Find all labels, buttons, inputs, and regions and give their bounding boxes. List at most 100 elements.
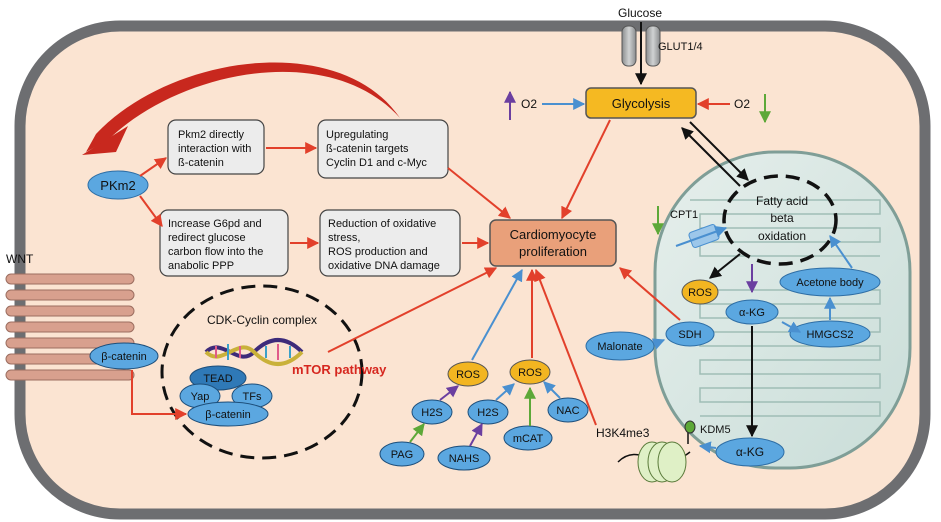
hmgcs2-label: HMGCS2 [806, 329, 853, 341]
nac-to-ros2-arrow [543, 381, 561, 399]
cpt1-to-fao-arrow [675, 226, 728, 247]
svg-text:Pkm2 directly: Pkm2 directly [178, 129, 245, 141]
svg-text:stress,: stress, [328, 232, 360, 244]
dna-helix-icon [204, 338, 304, 366]
mcat-node [503, 425, 553, 451]
nahs-label: NAHS [449, 453, 480, 465]
box-upregulating: Upregulating ß-catenin targets Cyclin D1… [317, 119, 449, 179]
svg-text:oxidative DNA damage: oxidative DNA damage [328, 260, 440, 272]
h2s2-to-ros2-arrow [495, 383, 515, 401]
akg-mito-node [725, 299, 779, 325]
curved-feedback-arrow [86, 62, 400, 152]
nac-node [547, 397, 589, 423]
svg-text:anabolic PPP: anabolic PPP [168, 260, 234, 272]
svg-text:proliferation: proliferation [519, 244, 587, 259]
akg-to-kdm5-arrow [698, 441, 717, 454]
box-reduction-oxidative-stress: Reduction of oxidative stress, ROS produ… [319, 209, 461, 277]
yap-label: Yap [191, 391, 210, 403]
svg-text:Cardiomyocyte: Cardiomyocyte [510, 227, 597, 242]
tfs-label: TFs [243, 391, 262, 403]
h2s1-to-ros1-arrow [439, 385, 459, 401]
pkm2-to-box1-arrow [139, 157, 167, 177]
o2-right-label: O2 [734, 97, 750, 111]
hmgcs2-decrease-arrow [781, 321, 802, 333]
akg-bottom-node [715, 437, 785, 467]
svg-text:Upregulating: Upregulating [326, 129, 388, 141]
nahs-to-h2s2-arrow [469, 422, 483, 447]
h2s1-label: H2S [421, 407, 442, 419]
svg-text:Glycolysis: Glycolysis [612, 96, 671, 111]
glut-channel [621, 25, 661, 67]
pkm2-node [87, 170, 149, 200]
mtor-to-cp-arrow [327, 267, 498, 353]
beta-catenin-to-cluster-arrow [131, 370, 188, 420]
o2-left-label: O2 [521, 97, 537, 111]
svg-text:ß-catenin targets: ß-catenin targets [326, 143, 409, 155]
mtor-pathway-label: mTOR pathway [292, 362, 387, 377]
acetone-body-node [779, 267, 881, 297]
wnt-receptor [5, 273, 135, 381]
wnt-label: WNT [6, 252, 34, 266]
h3k4me3-to-cp-arrow [534, 268, 597, 426]
svg-text:Cyclin D1 and c-Myc: Cyclin D1 and c-Myc [326, 157, 427, 169]
ros1-node [447, 361, 489, 387]
ros-mito-node [681, 279, 719, 305]
nucleus-dashed-boundary [160, 284, 364, 460]
nac-label: NAC [556, 405, 579, 417]
beta-catenin-cluster-label: β-catenin [205, 409, 250, 421]
h3k4me3-label: H3K4me3 [596, 426, 650, 440]
h2s2-node [467, 399, 509, 425]
sdh-label: SDH [678, 329, 701, 341]
fao-to-glycolysis-arrow [681, 127, 741, 187]
malonate-label: Malonate [597, 341, 642, 353]
cdk-cyclin-label: CDK-Cyclin complex [207, 313, 317, 327]
box2-to-cp-arrow [447, 167, 511, 219]
malonate-to-sdh-arrow [651, 338, 666, 350]
hmgcs2-node [789, 320, 871, 348]
sdh-to-cp-arrow [619, 267, 681, 321]
h2s2-label: H2S [477, 407, 498, 419]
glycolysis-to-fao-arrow [689, 121, 749, 181]
fao-label-2: beta [770, 211, 794, 225]
kdm5-label: KDM5 [700, 424, 731, 436]
svg-text:Increase G6pd and: Increase G6pd and [168, 218, 262, 230]
fao-label-1: Fatty acid [756, 194, 808, 208]
ros1-to-cp-arrow [471, 268, 523, 361]
pkm2-to-box-g6pd-arrow [139, 195, 163, 227]
sdh-node [665, 321, 715, 347]
tead-label: TEAD [203, 373, 232, 385]
glut-label: GLUT1/4 [658, 41, 703, 53]
svg-text:redirect glucose: redirect glucose [168, 232, 246, 244]
akg-mito-label: α-KG [739, 307, 765, 319]
svg-text:carbon flow into the: carbon flow into the [168, 246, 263, 258]
glycolysis-to-cp-arrow [561, 119, 611, 220]
glucose-label: Glucose [618, 6, 662, 20]
svg-text:Reduction of oxidative: Reduction of oxidative [328, 218, 436, 230]
beta-catenin-left-node [89, 342, 159, 370]
ros1-label: ROS [456, 369, 480, 381]
cardiomyocyte-proliferation-box: Cardiomyocyte proliferation [489, 219, 617, 267]
nucleosome-icon [617, 420, 696, 483]
pag-label: PAG [391, 449, 413, 461]
svg-text:interaction with: interaction with [178, 143, 251, 155]
svg-text:ß-catenin: ß-catenin [178, 157, 224, 169]
svg-text:ROS production and: ROS production and [328, 246, 428, 258]
acetone-to-fao-arrow [829, 235, 853, 269]
beta-catenin-left-label: β-catenin [101, 351, 146, 363]
ros2-node [509, 359, 551, 385]
h2s1-node [411, 399, 453, 425]
beta-catenin-cluster-node [187, 401, 269, 427]
nahs-node [437, 445, 491, 471]
box-g6pd: Increase G6pd and redirect glucose carbo… [159, 209, 289, 277]
akg-bottom-label: α-KG [736, 445, 764, 459]
box-pkm2-interaction: Pkm2 directly interaction with ß-catenin [167, 119, 265, 175]
pag-node [379, 441, 425, 467]
fao-to-ros-arrow [709, 253, 741, 279]
glycolysis-box: Glycolysis [585, 87, 697, 119]
fatty-acid-oxidation-cycle [722, 174, 838, 266]
pkm2-label: PKm2 [100, 178, 135, 193]
mcat-label: mCAT [513, 433, 544, 445]
pag-to-h2s1-arrow [409, 423, 425, 443]
acetone-body-label: Acetone body [796, 277, 864, 289]
